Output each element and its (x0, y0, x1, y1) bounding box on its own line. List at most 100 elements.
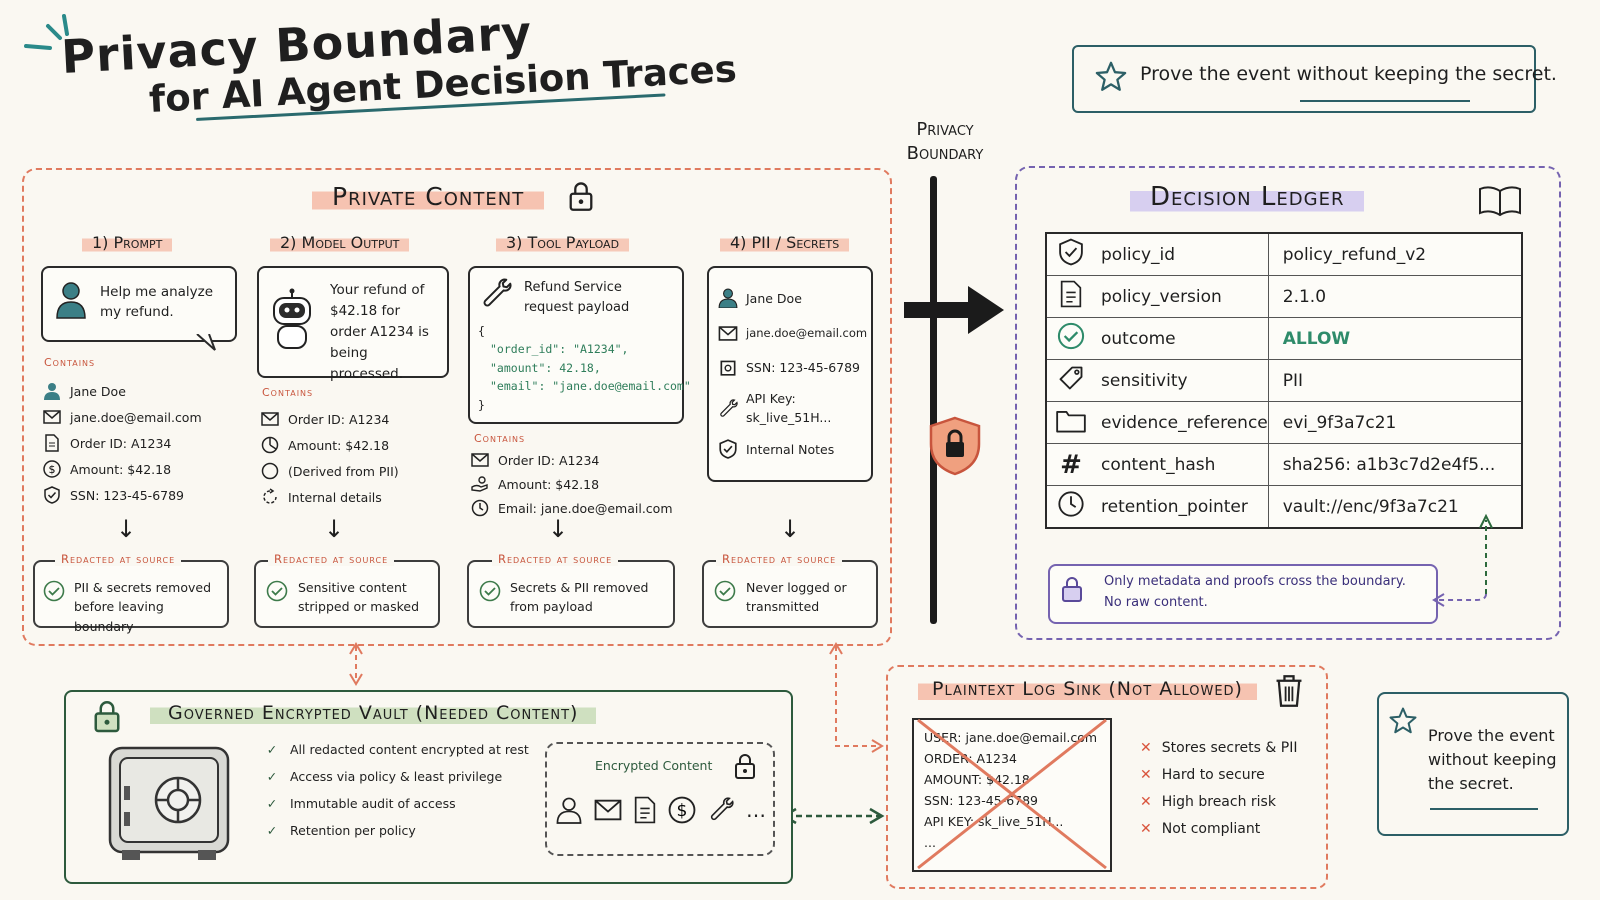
user-icon (718, 288, 738, 308)
ledger-key: sensitivity (1095, 359, 1269, 402)
list-item: ✕High breach risk (1140, 793, 1276, 810)
prompt-text: Help me analyze my refund. (100, 284, 214, 321)
code-line: "order_id": "A1234", (490, 342, 629, 357)
mail-icon (718, 325, 738, 341)
ledger-key: evidence_reference (1095, 401, 1269, 444)
column-heading-model-output: 2) Model Output (270, 232, 410, 253)
check-icon: ✓ (266, 796, 278, 811)
model-output-text: Your refund of $42.18 for order A1234 is… (330, 282, 429, 382)
list-item: ✕Not compliant (1140, 820, 1261, 837)
list-item: ✓All redacted content encrypted at rest (262, 736, 529, 763)
column-heading-prompt: 1) Prompt (82, 232, 173, 253)
ledger-value: vault://enc/9f3a7c21 (1282, 496, 1459, 517)
clock-icon (470, 499, 490, 517)
list-item: ✓Access via policy & least privilege (262, 763, 529, 790)
money-hand-icon (470, 476, 490, 492)
encrypted-content-label: Encrypted Content (595, 758, 713, 773)
list-item: ✓Retention per policy (262, 817, 529, 844)
mail-icon (260, 412, 280, 426)
log-line: USER: jane.doe@email.com (924, 730, 1098, 745)
arrow-down-icon: ↓ (116, 515, 137, 543)
ledger-key: content_hash (1095, 443, 1269, 486)
arrow-down-icon: ↓ (780, 515, 801, 543)
lock-icon (94, 701, 120, 733)
user-icon (42, 382, 62, 400)
shield-check-icon (718, 439, 738, 459)
document-icon (42, 434, 62, 452)
boundary-label-line1: Privacy (916, 119, 974, 140)
mail-icon (42, 410, 62, 424)
tagline-text: Prove the event without keeping the secr… (1140, 63, 1557, 85)
plaintext-log-sink-panel (886, 665, 1328, 889)
log-line: API KEY: sk_live_51H... (924, 814, 1064, 829)
list-item: ✓Immutable audit of access (262, 790, 529, 817)
redacted-card-prompt (33, 560, 229, 628)
arrow-right-icon (904, 286, 1004, 334)
id-card-icon (718, 357, 738, 377)
user-icon (556, 797, 582, 824)
table-row: outcome ALLOW (1046, 317, 1522, 360)
pii-secrets-list: Jane Doe jane.doe@email.com SSN: 123-45-… (718, 280, 867, 464)
column-heading-tool-payload: 3) Tool Payload (496, 232, 630, 253)
code-line: { (478, 324, 485, 338)
list-item: jane.doe@email.com (42, 404, 202, 430)
prove-card-line3: the secret. (1428, 774, 1514, 793)
list-item: jane.doe@email.com (718, 316, 867, 350)
ledger-value: 2.1.0 (1268, 275, 1522, 318)
check-circle-icon (1057, 322, 1085, 350)
wrench-icon (710, 797, 734, 821)
mail-icon (470, 453, 490, 467)
metadata-note: Only metadata and proofs cross the bound… (1104, 572, 1406, 614)
contains-label: Contains (262, 386, 314, 399)
list-item: Amount: $42.18 (470, 472, 673, 496)
list-item: Order ID: A1234 (42, 430, 202, 456)
wrench-icon (483, 278, 512, 307)
code-line: "email": "jane.doe@email.com" (490, 379, 691, 394)
code-line: "amount": 42.18, (490, 360, 601, 375)
list-item: Internal details (260, 484, 399, 510)
redacted-text: Secrets & PII removed from payload (510, 580, 649, 615)
column-heading-pii-secrets: 4) PII / Secrets (720, 232, 850, 253)
log-line: ORDER: A1234 (924, 751, 1017, 766)
hash-icon: # (1046, 443, 1095, 486)
safe-icon (108, 746, 230, 860)
tag-icon (1059, 366, 1083, 390)
dollar-icon: $ (42, 460, 62, 478)
clock-icon (1058, 491, 1084, 517)
folder-icon (1056, 411, 1086, 433)
shield-lock-icon (929, 416, 981, 476)
encrypted-content-box (545, 742, 775, 856)
list-item: Email: jane.doe@email.com (470, 496, 673, 520)
prove-card-text: Prove the event without keeping the secr… (1428, 724, 1557, 796)
arrow-down-icon: ↓ (324, 515, 345, 543)
sparkle-icon (24, 14, 69, 50)
arrow-down-icon: ↓ (548, 515, 569, 543)
cross-out-icon (917, 718, 1107, 870)
boundary-label: Privacy Boundary (900, 118, 990, 167)
svg-text:$: $ (49, 463, 56, 476)
check-circle-icon (266, 580, 288, 602)
circle-icon (260, 462, 280, 480)
check-icon: ✓ (266, 769, 278, 784)
list-item: ✕Hard to secure (1140, 766, 1265, 783)
user-icon (56, 282, 86, 319)
list-item: SSN: 123-45-6789 (718, 350, 867, 384)
list-item: Jane Doe (718, 280, 867, 316)
redacted-card-pii-secrets (702, 560, 878, 628)
redacted-text: PII & secrets removed before leaving bou… (74, 580, 212, 634)
list-item: (Derived from PII) (260, 458, 399, 484)
table-row: evidence_reference evi_9f3a7c21 (1046, 401, 1522, 444)
table-row: sensitivity PII (1046, 359, 1522, 402)
check-circle-icon (479, 580, 501, 602)
mail-icon (594, 799, 622, 821)
wrench-icon (718, 398, 738, 420)
pie-icon (260, 436, 280, 454)
document-icon (1060, 280, 1082, 308)
contains-label: Contains (44, 356, 96, 369)
check-circle-icon (43, 580, 65, 602)
dollar-icon: $ (668, 796, 696, 824)
check-circle-icon (714, 580, 736, 602)
prove-card-underline (1430, 808, 1538, 810)
ledger-value: evi_9f3a7c21 (1268, 401, 1522, 444)
document-icon (634, 796, 656, 824)
